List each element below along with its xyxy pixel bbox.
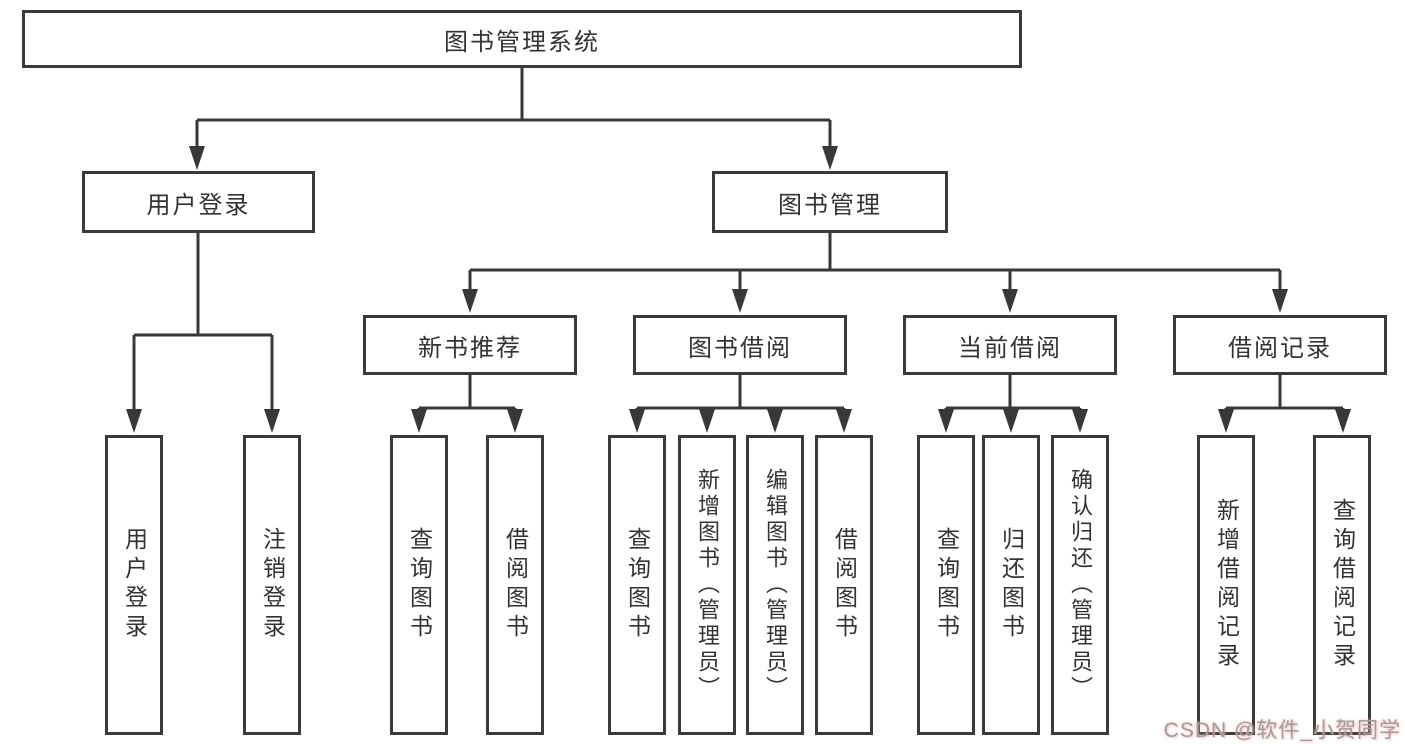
leaf-label: 借阅图书: [831, 527, 858, 643]
arrowheads: [126, 146, 1351, 433]
leaf-query-books-current: 查询图书: [917, 435, 975, 735]
leaf-label: 注销登录: [259, 527, 286, 643]
leaf-user-login: 用户登录: [105, 435, 163, 735]
leaf-label: 用户登录: [121, 527, 148, 643]
leaf-label: 新增借阅记录: [1213, 498, 1240, 672]
leaf-edit-book-admin: 编辑图书（管理员）: [746, 435, 804, 735]
leaf-confirm-return-admin: 确认归还（管理员）: [1051, 435, 1109, 735]
leaf-borrow-books-recommend: 借阅图书: [486, 435, 544, 735]
leaf-label: 新增图书（管理员）: [695, 468, 720, 702]
leaf-query-books-recommend: 查询图书: [390, 435, 448, 735]
leaf-label: 查询图书: [933, 527, 960, 643]
leaf-label: 查询图书: [624, 527, 651, 643]
leaf-label: 归还图书: [998, 527, 1025, 643]
node-book-management: 图书管理: [712, 171, 948, 233]
node-borrow-records: 借阅记录: [1173, 315, 1387, 375]
leaf-label: 查询借阅记录: [1329, 498, 1356, 672]
leaf-return-book: 归还图书: [982, 435, 1040, 735]
leaf-add-borrow-record: 新增借阅记录: [1197, 435, 1255, 735]
csdn-watermark: CSDN @软件_小贺同学: [1163, 719, 1401, 742]
leaf-add-book-admin: 新增图书（管理员）: [678, 435, 736, 735]
leaf-query-books-borrow: 查询图书: [608, 435, 666, 735]
leaf-label: 查询图书: [406, 527, 433, 643]
node-root: 图书管理系统: [22, 10, 1022, 68]
leaf-label: 借阅图书: [502, 527, 529, 643]
node-current-borrow: 当前借阅: [903, 315, 1117, 375]
leaf-query-borrow-record: 查询借阅记录: [1313, 435, 1371, 735]
leaf-borrow-books: 借阅图书: [815, 435, 873, 735]
node-book-borrow: 图书借阅: [633, 315, 847, 375]
leaf-label: 编辑图书（管理员）: [763, 468, 788, 702]
node-new-book-recommend: 新书推荐: [363, 315, 577, 375]
node-user-login: 用户登录: [82, 171, 315, 233]
leaf-logout: 注销登录: [243, 435, 301, 735]
leaf-label: 确认归还（管理员）: [1068, 468, 1093, 702]
